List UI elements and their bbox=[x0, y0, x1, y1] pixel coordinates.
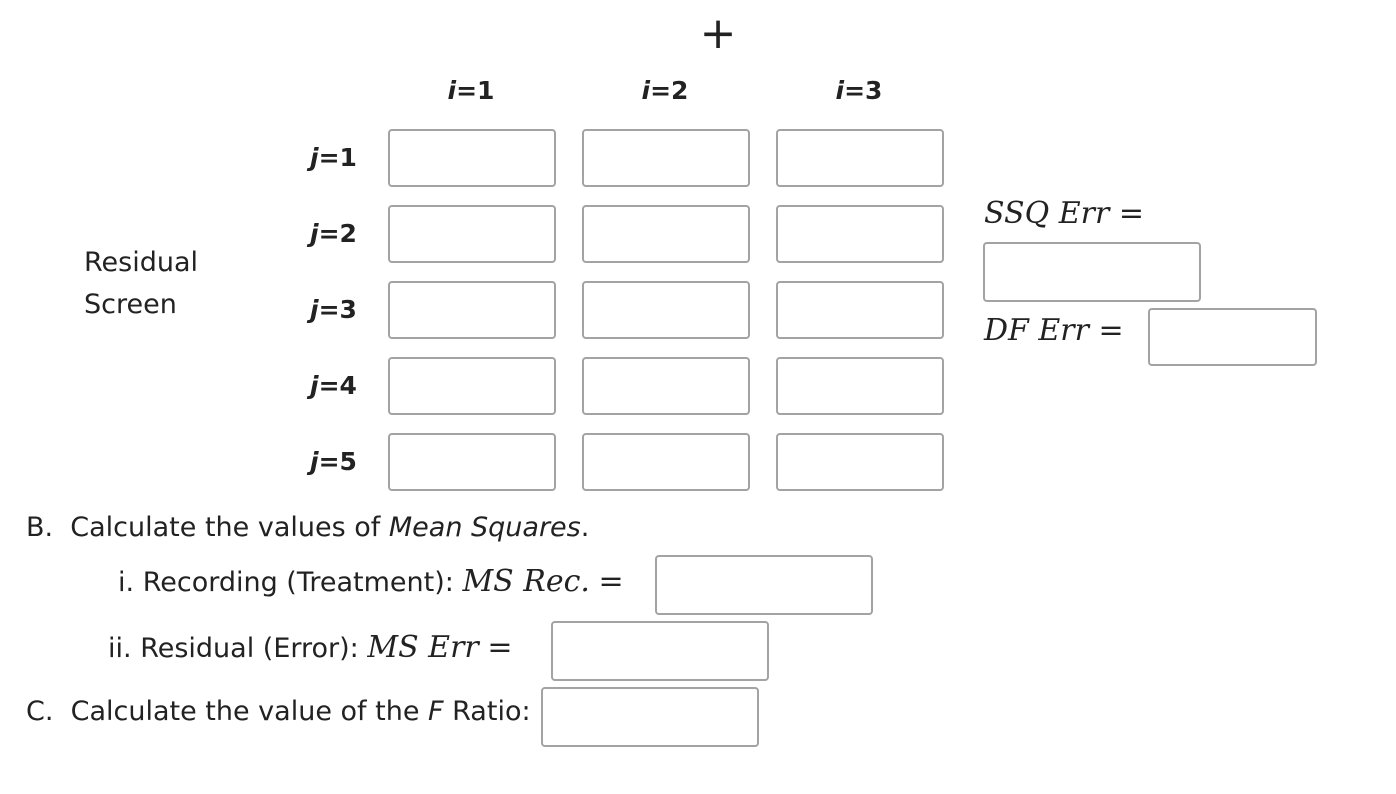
part-b-item-i: i. Recording (Treatment): MS Rec. = bbox=[118, 564, 624, 599]
part-c-letter: C. bbox=[26, 696, 54, 727]
residual-input-j3-i2[interactable] bbox=[582, 281, 750, 339]
residual-input-j4-i3[interactable] bbox=[776, 357, 944, 415]
row-header-j2: j=2 bbox=[310, 219, 357, 248]
side-label-line2: Screen bbox=[84, 289, 177, 320]
df-err-input[interactable] bbox=[1148, 308, 1317, 366]
residual-input-j2-i1[interactable] bbox=[388, 205, 556, 263]
residual-input-j2-i2[interactable] bbox=[582, 205, 750, 263]
column-header-i3: i=3 bbox=[835, 76, 883, 105]
residual-input-j5-i2[interactable] bbox=[582, 433, 750, 491]
side-label-line1: Residual bbox=[84, 247, 199, 278]
residual-input-j5-i3[interactable] bbox=[776, 433, 944, 491]
f-ratio-input[interactable] bbox=[541, 687, 759, 747]
residual-input-j4-i1[interactable] bbox=[388, 357, 556, 415]
ssq-err-input[interactable] bbox=[983, 242, 1201, 302]
part-b-heading: B. Calculate the values of Mean Squares. bbox=[26, 512, 590, 543]
residual-screen-label: Residual Screen bbox=[84, 242, 198, 326]
row-header-j4: j=4 bbox=[310, 371, 357, 400]
residual-input-j3-i3[interactable] bbox=[776, 281, 944, 339]
residual-input-j1-i1[interactable] bbox=[388, 129, 556, 187]
row-header-j1: j=1 bbox=[310, 143, 357, 172]
ssq-err-label: SSQ Err = bbox=[984, 196, 1144, 231]
df-err-label: DF Err = bbox=[984, 313, 1124, 348]
column-header-i2: i=2 bbox=[641, 76, 689, 105]
residual-input-j2-i3[interactable] bbox=[776, 205, 944, 263]
residual-input-j1-i2[interactable] bbox=[582, 129, 750, 187]
row-header-j3: j=3 bbox=[310, 295, 357, 324]
residual-input-j3-i1[interactable] bbox=[388, 281, 556, 339]
ms-err-input[interactable] bbox=[551, 621, 769, 681]
residual-input-j4-i2[interactable] bbox=[582, 357, 750, 415]
residual-input-j5-i1[interactable] bbox=[388, 433, 556, 491]
part-b-letter: B. bbox=[26, 512, 54, 543]
ms-rec-input[interactable] bbox=[655, 555, 873, 615]
part-b-item-ii: ii. Residual (Error): MS Err = bbox=[108, 630, 513, 665]
part-c-heading: C. Calculate the value of the F Ratio: bbox=[26, 696, 531, 727]
plus-icon: + bbox=[699, 8, 737, 59]
residual-input-j1-i3[interactable] bbox=[776, 129, 944, 187]
row-header-j5: j=5 bbox=[310, 447, 357, 476]
column-header-i1: i=1 bbox=[447, 76, 495, 105]
